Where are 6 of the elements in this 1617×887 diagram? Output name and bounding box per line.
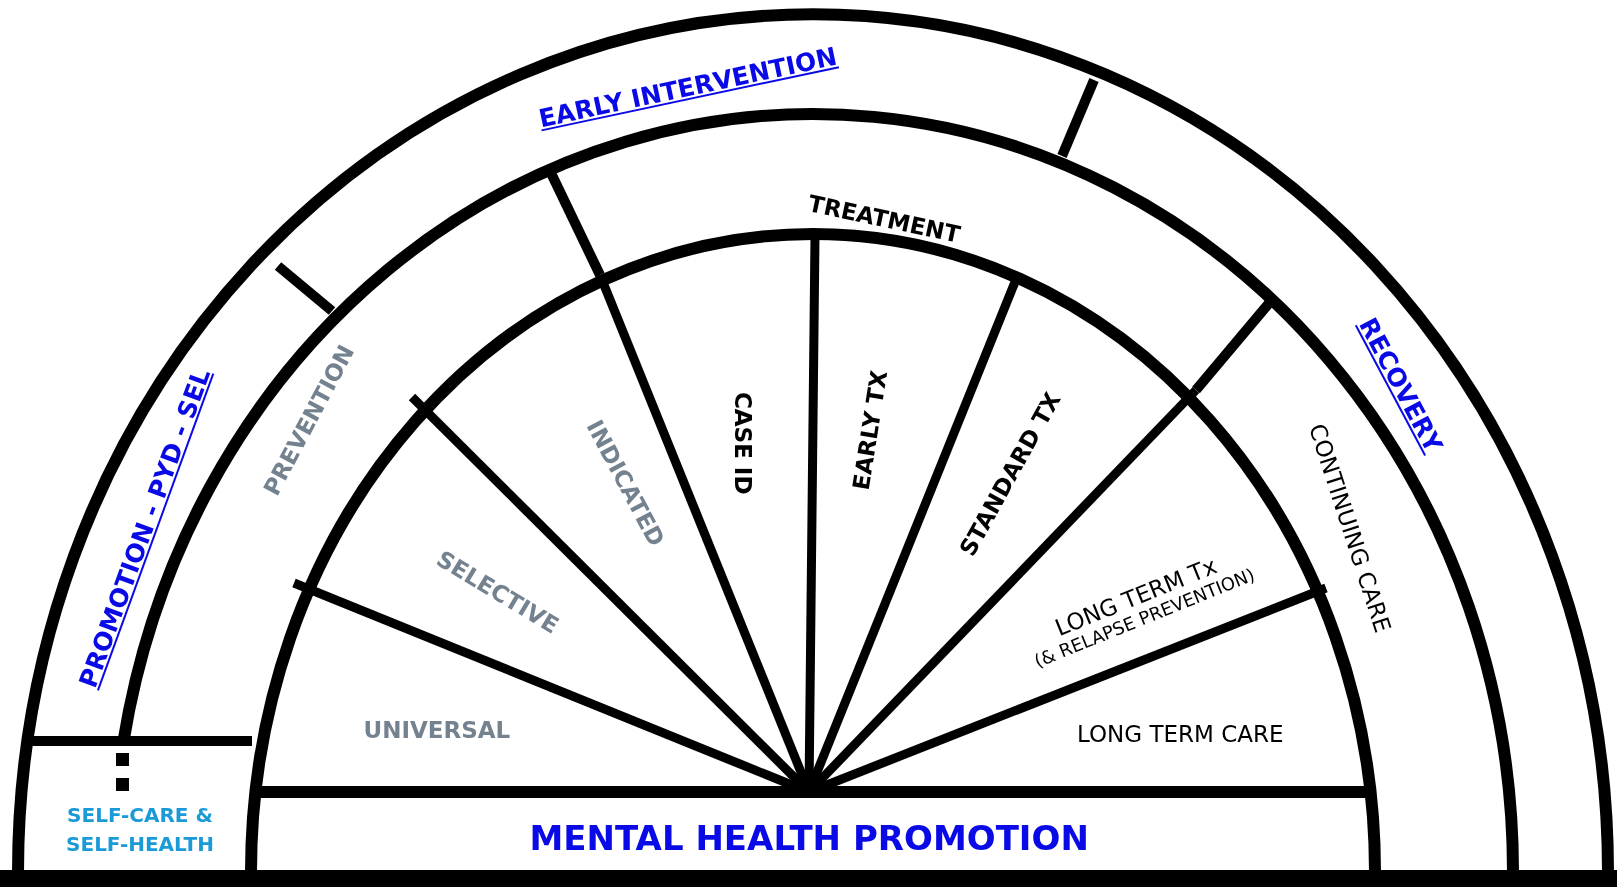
sector-label: LONG TERM CARE	[1077, 721, 1284, 748]
sector-label: CASE ID	[728, 391, 756, 495]
sector-label: SELF-CARE & SELF-HEALTH	[50, 801, 230, 859]
bar-label: MENTAL HEALTH PROMOTION	[529, 818, 1089, 858]
sector-label: EARLY TX	[847, 368, 893, 492]
sector-label: UNIVERSAL	[363, 717, 511, 744]
